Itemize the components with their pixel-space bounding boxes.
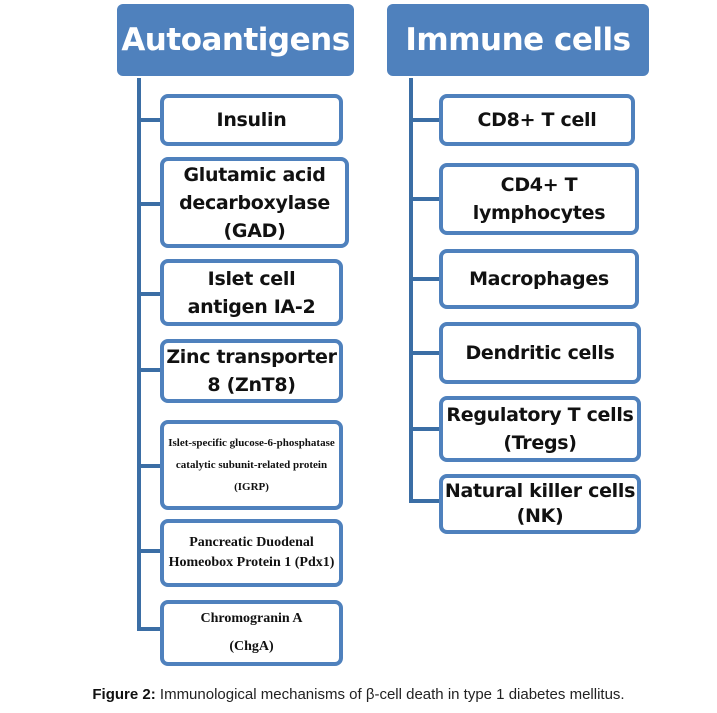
connector-branch (409, 197, 441, 201)
autoantigen-chga: Chromogranin A (ChgA) (160, 600, 343, 666)
immune-cell-dendritic: Dendritic cells (439, 322, 641, 384)
immune-cell-macrophages: Macrophages (439, 249, 639, 309)
connector-branch (409, 277, 441, 281)
connector-branch (409, 427, 441, 431)
autoantigen-igrp: Islet-specific glucose-6-phosphatase cat… (160, 420, 343, 510)
box-label: Zinc transporter 8 (ZnT8) (166, 346, 337, 396)
caption-label: Figure 2: (92, 686, 156, 703)
box-label: Regulatory T cells (Tregs) (446, 404, 634, 454)
connector-branch (137, 627, 162, 631)
immune-cell-cd4: CD4+ T lymphocytes (439, 163, 639, 235)
immune-cells-header: Immune cells (387, 4, 649, 76)
autoantigen-pdx1: Pancreatic Duodenal Homeobox Protein 1 (… (160, 519, 343, 587)
box-label: Insulin (216, 109, 287, 131)
connector-branch (137, 368, 162, 372)
autoantigen-insulin: Insulin (160, 94, 343, 146)
box-label: Dendritic cells (465, 342, 615, 364)
box-label: Islet-specific glucose-6-phosphatase cat… (168, 437, 335, 493)
immune-cell-tregs: Regulatory T cells (Tregs) (439, 396, 641, 462)
box-label: Chromogranin A (ChgA) (200, 611, 303, 654)
connector-branch (137, 464, 162, 468)
box-label: Macrophages (469, 268, 609, 290)
autoantigens-header: Autoantigens (117, 4, 354, 76)
box-label: Glutamic acid decarboxylase (GAD) (179, 163, 330, 242)
autoantigen-ia2: Islet cell antigen IA-2 (160, 259, 343, 326)
box-label: CD8+ T cell (477, 109, 597, 131)
box-label: CD4+ T lymphocytes (472, 174, 606, 224)
connector-branch (137, 292, 162, 296)
immune-cell-cd8: CD8+ T cell (439, 94, 635, 146)
autoantigens-connector-trunk (137, 78, 141, 631)
connector-branch (137, 549, 162, 553)
figure-caption: Figure 2: Immunological mechanisms of β-… (0, 686, 717, 703)
box-label: Natural killer cells (NK) (444, 480, 636, 527)
immune-cells-connector-trunk (409, 78, 413, 502)
connector-branch (409, 118, 441, 122)
connector-branch (137, 202, 162, 206)
autoantigen-gad: Glutamic acid decarboxylase (GAD) (160, 157, 349, 248)
connector-branch (409, 499, 441, 503)
caption-text: Immunological mechanisms of β-cell death… (155, 686, 625, 703)
box-label: Pancreatic Duodenal Homeobox Protein 1 (… (168, 535, 335, 570)
autoantigen-znt8: Zinc transporter 8 (ZnT8) (160, 339, 343, 403)
connector-branch (137, 118, 162, 122)
box-label: Islet cell antigen IA-2 (187, 267, 316, 318)
connector-branch (409, 351, 441, 355)
immune-cell-nk: Natural killer cells (NK) (439, 474, 641, 534)
